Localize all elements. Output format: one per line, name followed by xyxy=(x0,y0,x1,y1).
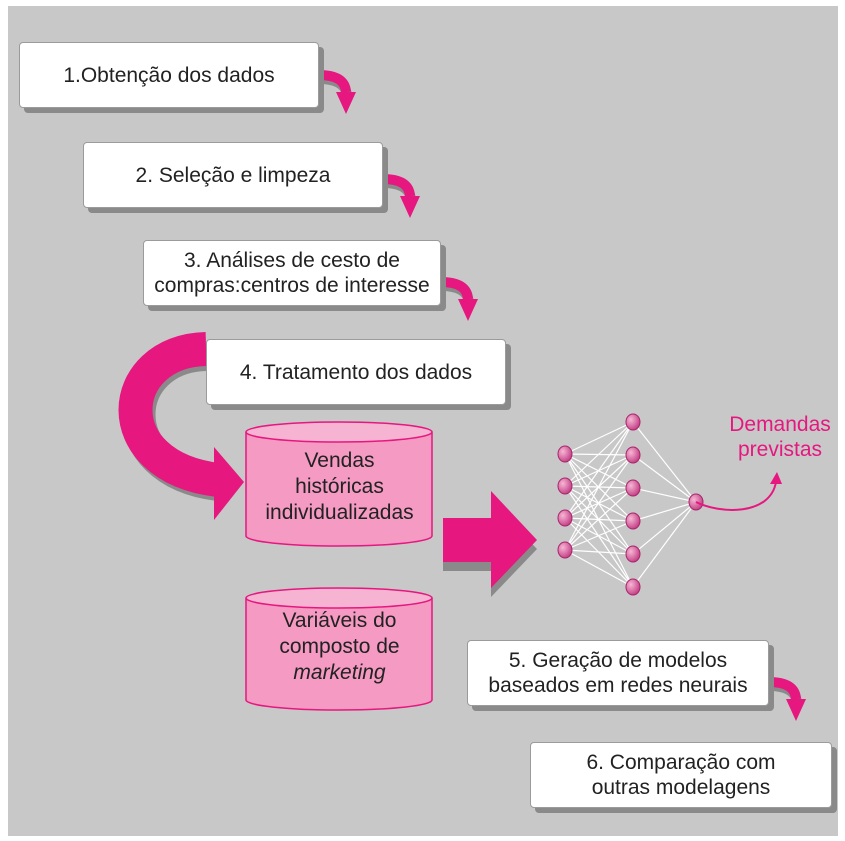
step-6-label-line1: 6. Comparação com xyxy=(586,751,776,774)
treatment-arrow xyxy=(118,332,244,520)
output-label-line1: Demandas xyxy=(729,413,831,436)
marketing-mix-database xyxy=(245,587,433,711)
step-arrow-1 xyxy=(318,70,356,114)
nn-connection xyxy=(564,487,634,551)
output-arrow xyxy=(695,472,782,511)
step-5-box: 5. Geração de modelos baseados em redes … xyxy=(467,640,769,706)
output-label-line2: previstas xyxy=(737,438,823,461)
nn-connection xyxy=(632,501,697,522)
nn-connection xyxy=(632,487,697,503)
step-6-box: 6. Comparação com outras modelagens xyxy=(530,742,832,808)
nn-connection xyxy=(564,454,634,551)
hidden-node xyxy=(625,545,641,563)
sales-database-label: Vendas históricas individualizadas xyxy=(246,448,433,526)
step-1-label: 1.Obtenção dos dados xyxy=(63,63,275,87)
step-3-label-line2: compras:centros de interesse xyxy=(154,274,430,297)
nn-connection xyxy=(564,421,634,519)
hidden-node xyxy=(625,446,641,464)
step-6-label-line2: outras modelagens xyxy=(591,776,771,799)
nn-connection xyxy=(564,421,634,455)
nn-connection xyxy=(564,520,634,551)
step-5-label-line1: 5. Geração de modelos xyxy=(508,649,728,672)
nn-connection xyxy=(632,454,697,503)
nn-connection xyxy=(632,421,697,503)
mix-label-line2: composto de xyxy=(279,635,400,658)
marketing-mix-label: Variáveis do composto de marketing xyxy=(246,608,433,686)
step-3-label-line1: 3. Análises de cesto de xyxy=(184,249,400,272)
nn-connection xyxy=(564,549,634,555)
step-arrow-3 xyxy=(440,277,478,321)
hidden-node xyxy=(625,578,641,596)
nn-connection xyxy=(632,501,697,588)
sales-label-line3: individualizadas xyxy=(265,501,414,524)
mix-label-line1: Variáveis do xyxy=(282,609,397,632)
nn-connection xyxy=(632,501,697,555)
nn-connection xyxy=(564,549,634,588)
sales-label-line1: Vendas xyxy=(304,449,375,472)
step-4-label: 4. Tratamento dos dados xyxy=(239,360,473,384)
input-node xyxy=(557,541,573,559)
input-node xyxy=(557,477,573,495)
step-arrow-2 xyxy=(382,174,420,218)
predicted-demand-label: Demandas previstas xyxy=(720,412,840,462)
step-4-box: 4. Tratamento dos dados xyxy=(206,339,506,405)
step-2-label: 2. Seleção e limpeza xyxy=(135,163,331,187)
hidden-node xyxy=(625,479,641,497)
nn-connection xyxy=(564,421,634,551)
mix-label-line3: marketing xyxy=(293,661,386,684)
input-arrow xyxy=(443,491,537,597)
step-arrow-5 xyxy=(768,677,806,721)
hidden-node xyxy=(625,512,641,530)
step-5-label-line2: baseados em redes neurais xyxy=(488,674,748,697)
step-3-box: 3. Análises de cesto de compras:centros … xyxy=(143,240,441,306)
hidden-node xyxy=(625,413,641,431)
input-node xyxy=(557,445,573,463)
neural-network xyxy=(557,413,704,596)
step-1-box: 1.Obtenção dos dados xyxy=(19,42,319,108)
input-node xyxy=(557,509,573,527)
nn-connection xyxy=(564,421,634,487)
step-2-box: 2. Seleção e limpeza xyxy=(83,142,383,208)
sales-database xyxy=(245,421,433,547)
sales-label-line2: históricas xyxy=(295,475,384,498)
